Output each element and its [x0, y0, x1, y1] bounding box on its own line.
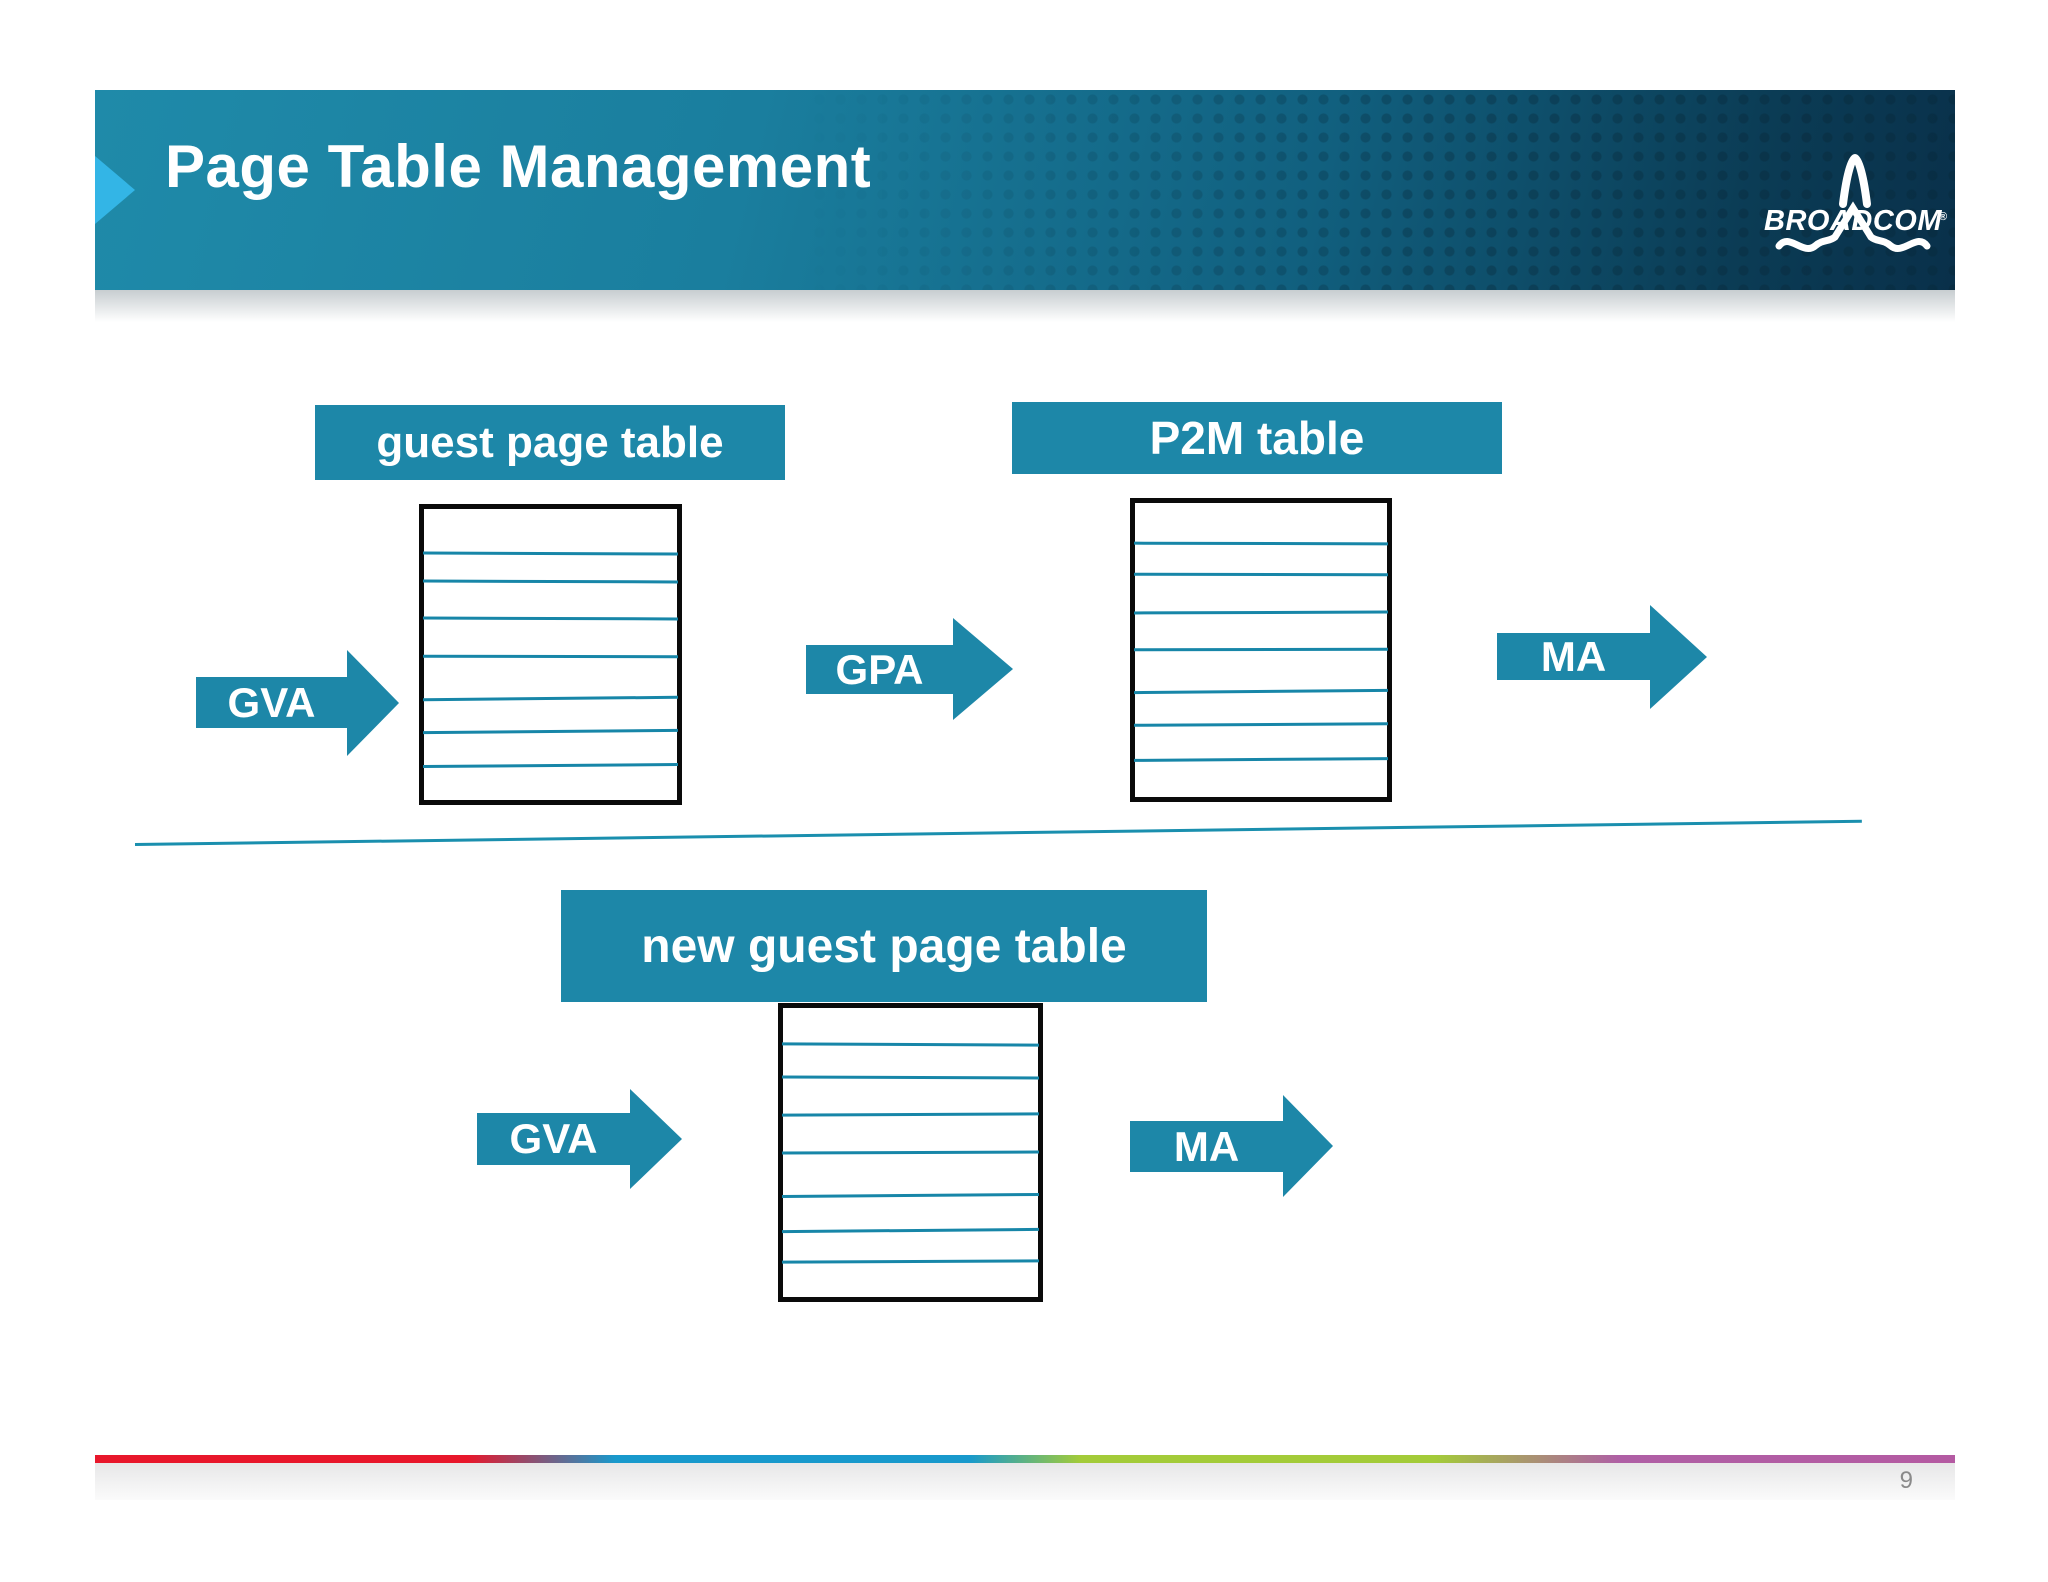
chevron-right-icon: [95, 156, 135, 224]
table-row-line: [422, 695, 679, 702]
gva-arrow-top-body: GVA: [196, 677, 347, 728]
logo-pulse-icon: [1839, 153, 1871, 208]
gpa-arrow-label: GPA: [835, 645, 924, 693]
gva-arrow-top-head: [347, 650, 399, 756]
ma-arrow-bottom-head: [1283, 1095, 1333, 1197]
table-row-line: [781, 1259, 1040, 1264]
logo-wave-icon: [1775, 201, 1931, 252]
new-guest-page-table-label: new guest page table: [561, 890, 1207, 1002]
header-shadow: [95, 290, 1955, 322]
p2m-table-label: P2M table: [1012, 402, 1502, 474]
table-row-line: [422, 579, 679, 584]
table-row-line: [1133, 541, 1389, 546]
logo-registered-mark: ®: [1939, 211, 1947, 223]
table-row-line: [422, 551, 679, 556]
header-dot-pattern: [95, 90, 1955, 290]
table-row-line: [781, 1150, 1040, 1155]
table-row-line: [781, 1227, 1040, 1234]
table-row-line: [422, 616, 679, 621]
table-row-line: [422, 762, 679, 769]
table-row-line: [781, 1042, 1040, 1047]
guest-page-table-box: [419, 504, 682, 805]
table-row-line: [781, 1112, 1040, 1117]
gva-arrow-top: GVA: [196, 650, 399, 756]
ma-arrow-bottom: MA: [1130, 1095, 1333, 1197]
gva-arrow-bottom: GVA: [477, 1089, 682, 1189]
new-guest-page-table-box: [778, 1003, 1043, 1302]
ma-arrow-bottom-label: MA: [1173, 1122, 1240, 1170]
p2m-table-box: [1130, 498, 1392, 802]
ma-arrow-top-label: MA: [1540, 632, 1607, 680]
table-row-line: [1133, 722, 1389, 727]
table-row-line: [1133, 647, 1389, 652]
gpa-arrow: GPA: [806, 618, 1013, 720]
table-row-line: [781, 1192, 1040, 1199]
section-divider-line: [134, 819, 1862, 846]
gpa-arrow-body: GPA: [806, 645, 953, 694]
guest-page-table-label-text: guest page table: [376, 417, 724, 467]
guest-page-table-label: guest page table: [315, 405, 785, 480]
table-row-line: [781, 1075, 1040, 1080]
ma-arrow-top: MA: [1497, 605, 1707, 709]
table-row-line: [1133, 610, 1389, 615]
new-guest-page-table-label-text: new guest page table: [641, 919, 1127, 973]
ma-arrow-bottom-body: MA: [1130, 1121, 1283, 1172]
table-row-line: [1133, 757, 1389, 762]
footer-strip: 9: [95, 1463, 1955, 1500]
gva-arrow-bottom-head: [630, 1089, 682, 1189]
gpa-arrow-head: [953, 618, 1013, 720]
table-row-line: [422, 728, 679, 735]
table-row-line: [1133, 688, 1389, 695]
gva-arrow-bottom-label: GVA: [509, 1115, 598, 1162]
ma-arrow-top-body: MA: [1497, 633, 1650, 680]
table-row-line: [1133, 572, 1389, 577]
p2m-table-label-text: P2M table: [1149, 412, 1365, 464]
page-title: Page Table Management: [165, 133, 872, 200]
gva-arrow-top-label: GVA: [227, 678, 316, 726]
gva-arrow-bottom-body: GVA: [477, 1113, 630, 1165]
header-band: Page Table Management BROADCOM ®: [95, 90, 1955, 290]
page-number: 9: [1899, 1467, 1913, 1494]
broadcom-logo: BROADCOM ®: [1764, 153, 1947, 252]
table-row-line: [422, 654, 679, 659]
footer-accent-bar: [95, 1455, 1955, 1463]
ma-arrow-top-head: [1650, 605, 1707, 709]
